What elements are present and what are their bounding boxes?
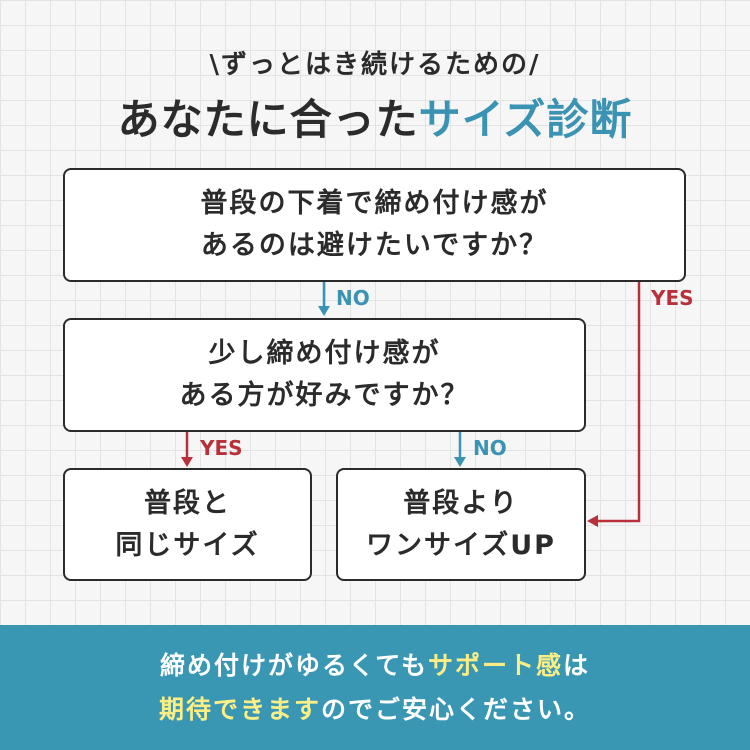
q1-yes-label: YES xyxy=(651,286,694,310)
banner-line-1-text: 締め付けがゆるくても xyxy=(159,650,428,680)
bottom-banner: 締め付けがゆるくてもサポート感は 期待できますのでご安心ください。 xyxy=(0,625,750,750)
banner-line-1: 締め付けがゆるくてもサポート感は xyxy=(160,644,590,688)
result-up-line-1: 普段より xyxy=(403,487,519,519)
arrow-q1-yes-head xyxy=(587,515,598,527)
banner-line-2: 期待できますのでご安心ください。 xyxy=(159,688,591,732)
header-subtitle: \ずっとはき続けるための/ xyxy=(209,50,541,80)
question-1-line-1: 普段の下着で締め付け感が xyxy=(200,188,549,219)
arrow-q1-no-head xyxy=(318,306,330,316)
result-same-line-1: 普段と xyxy=(143,487,231,519)
arrow-q1-yes-line xyxy=(596,281,641,523)
arrow-q2-yes-head xyxy=(181,457,193,467)
banner-line-2-highlight: 期待できます xyxy=(158,694,321,724)
banner-line-1-highlight: サポート感 xyxy=(427,650,563,680)
question-2-line-1: 少し締め付け感が xyxy=(208,338,441,369)
result-same-size-box: 普段と 同じサイズ xyxy=(63,468,312,581)
q2-no-label: NO xyxy=(473,436,507,460)
banner-line-1-end: は xyxy=(563,650,591,680)
q2-yes-label: YES xyxy=(200,436,243,460)
question-1-line-2: あるのは避けたいですか？ xyxy=(200,230,549,261)
result-size-up-box: 普段より ワンサイズUP xyxy=(336,468,586,581)
question-1-box: 普段の下着で締め付け感が あるのは避けたいですか？ xyxy=(63,168,686,282)
arrow-q2-no-head xyxy=(454,457,466,467)
page-title: あなたに合ったサイズ診断 xyxy=(0,86,750,147)
title-main: あなたに合った xyxy=(117,95,419,144)
question-2-line-2: ある方が好みですか？ xyxy=(179,380,470,411)
banner-line-2-text: のでご安心ください。 xyxy=(321,694,592,724)
title-accent: サイズ診断 xyxy=(418,95,633,144)
q1-no-label: NO xyxy=(336,286,370,310)
result-same-line-2: 同じサイズ xyxy=(115,529,260,561)
question-2-box: 少し締め付け感が ある方が好みですか？ xyxy=(63,318,586,432)
result-up-line-2: ワンサイズUP xyxy=(366,529,556,561)
